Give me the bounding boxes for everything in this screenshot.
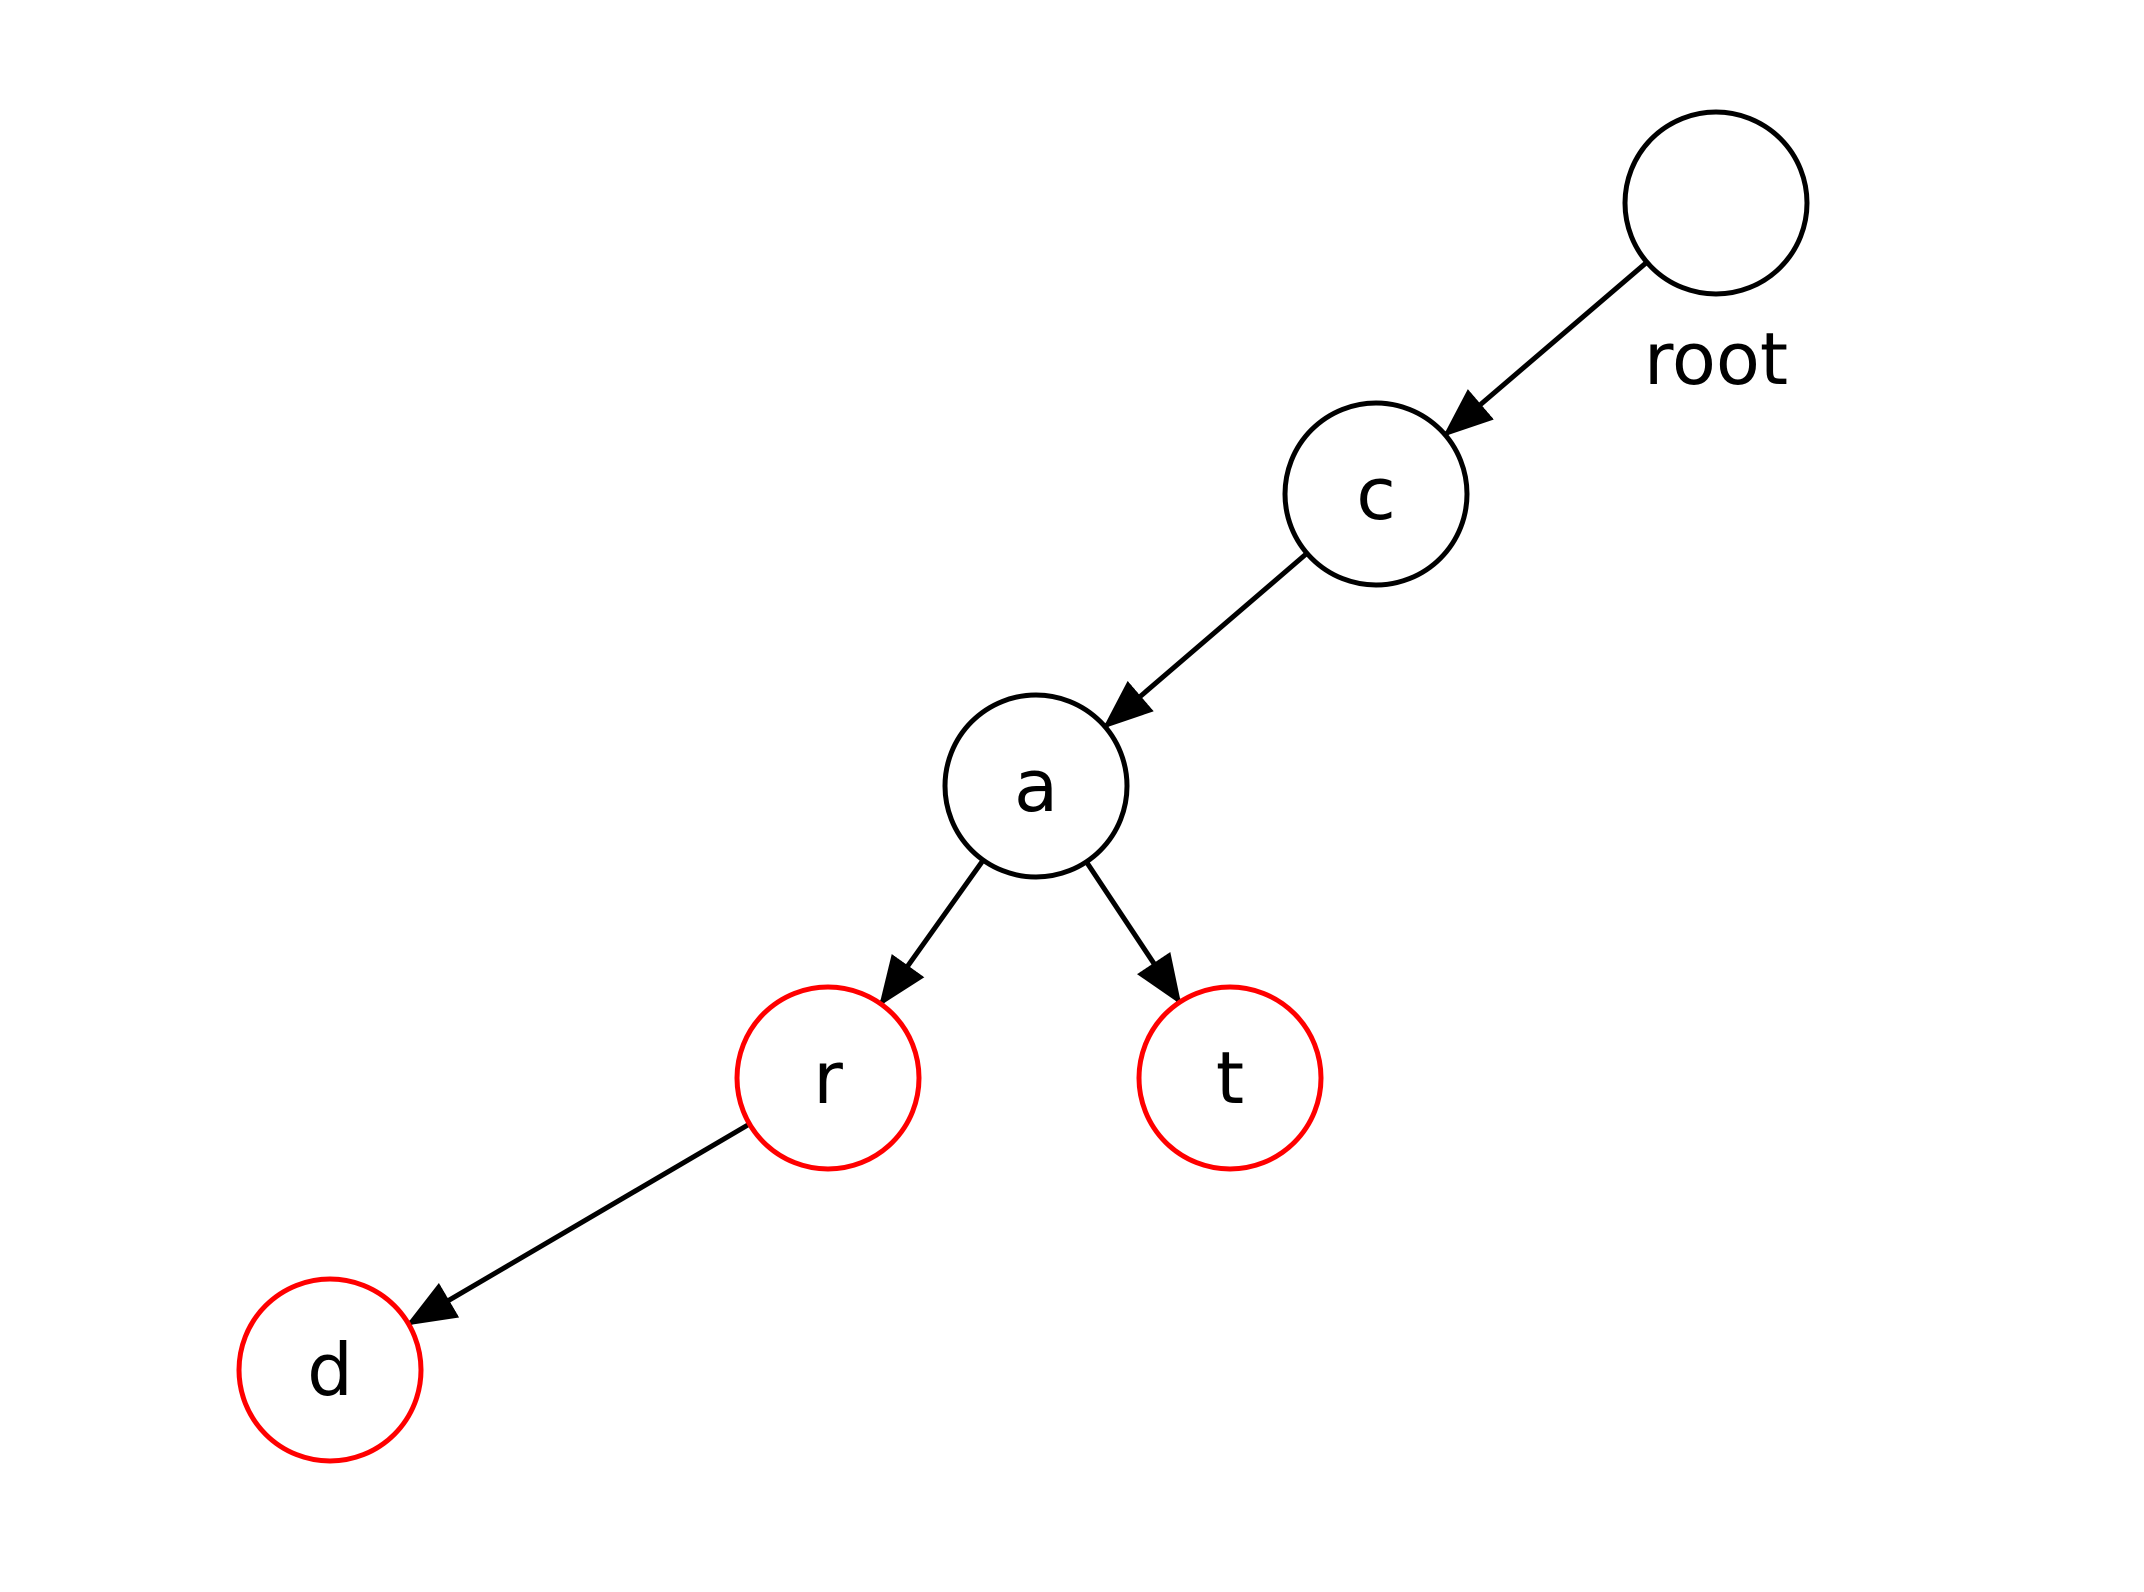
node-circle-t	[1136, 984, 1324, 1172]
node-c: c	[1282, 400, 1470, 588]
edge-root-to-c	[1442, 260, 1649, 437]
node-d: d	[236, 1276, 424, 1464]
node-label-d: d	[307, 1328, 353, 1412]
node-a: a	[942, 692, 1130, 880]
node-circle-r	[734, 984, 922, 1172]
node-label-c: c	[1356, 452, 1396, 536]
node-circle-d	[236, 1276, 424, 1464]
node-circle-c	[1282, 400, 1470, 588]
nodes: root c a r t d	[236, 109, 1810, 1464]
edge-r-to-d	[405, 1121, 751, 1326]
node-caption-root: root	[1644, 317, 1788, 401]
node-t: t	[1136, 984, 1324, 1172]
node-circle-a	[942, 692, 1130, 880]
node-label-a: a	[1014, 744, 1058, 828]
node-circle-root	[1622, 109, 1810, 297]
edge-c-to-a	[1102, 551, 1309, 729]
node-label-t: t	[1216, 1036, 1244, 1120]
node-r: r	[734, 984, 922, 1172]
node-root: root	[1622, 109, 1810, 401]
node-label-r: r	[813, 1036, 843, 1120]
edge-a-to-t	[1084, 860, 1182, 1005]
edge-a-to-r	[879, 858, 986, 1007]
edges	[405, 260, 1649, 1326]
